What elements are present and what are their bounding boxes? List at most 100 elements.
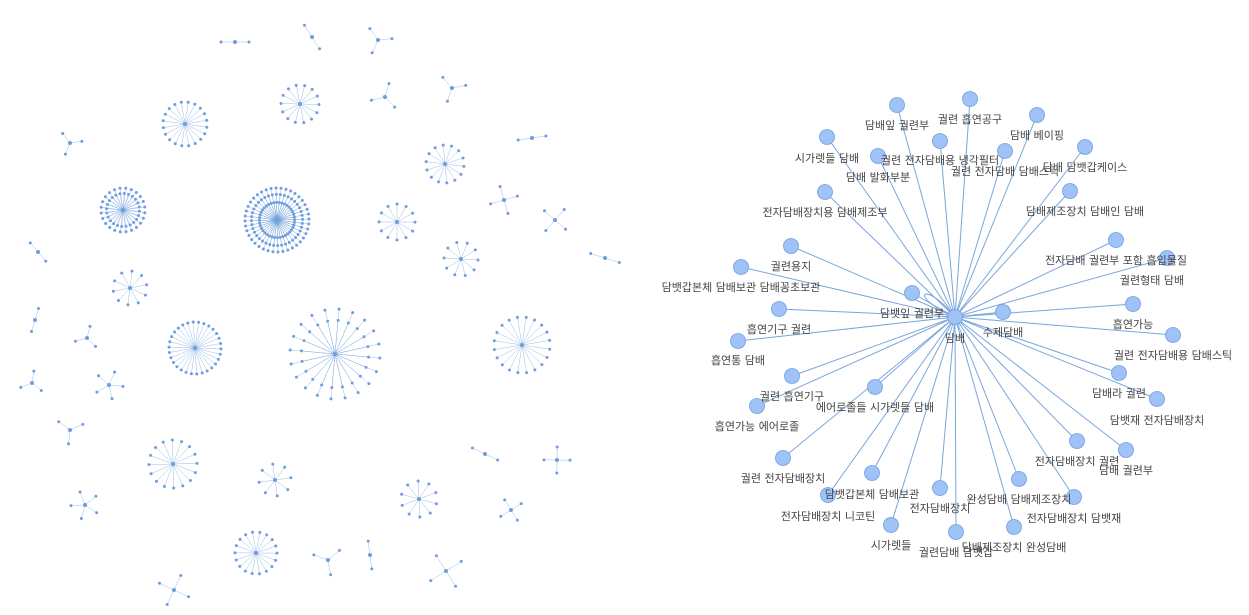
overview-edge bbox=[305, 354, 335, 388]
overview-edge bbox=[80, 492, 85, 505]
overview-leaf-node bbox=[74, 340, 77, 343]
overview-edge bbox=[335, 331, 374, 354]
overview-edge bbox=[275, 480, 288, 490]
overview-leaf-node bbox=[251, 572, 254, 575]
ego-node[interactable] bbox=[1109, 233, 1124, 248]
ego-node[interactable] bbox=[1166, 328, 1181, 343]
overview-edge bbox=[461, 243, 467, 259]
overview-edge bbox=[240, 553, 256, 566]
overview-leaf-node bbox=[310, 118, 313, 121]
overview-leaf-node bbox=[330, 397, 333, 400]
overview-edge bbox=[500, 187, 504, 200]
overview-cluster bbox=[367, 540, 374, 571]
overview-leaf-node bbox=[185, 371, 188, 374]
ego-node[interactable] bbox=[963, 92, 978, 107]
ego-node[interactable] bbox=[933, 481, 948, 496]
ego-node[interactable] bbox=[776, 451, 791, 466]
ego-node[interactable] bbox=[868, 380, 883, 395]
ego-node[interactable] bbox=[785, 369, 800, 384]
overview-cluster bbox=[168, 321, 223, 376]
overview-leaf-node bbox=[450, 145, 453, 148]
overview-cluster bbox=[244, 187, 311, 254]
overview-edge bbox=[445, 146, 452, 164]
overview-hub-node bbox=[443, 162, 447, 166]
ego-node[interactable] bbox=[1063, 184, 1078, 199]
ego-edge bbox=[955, 317, 1074, 497]
ego-center-node[interactable] bbox=[948, 310, 963, 325]
ego-graph: 담뱃잎 궐련부수제담배궐련 흡연공구담배잎 궐련부담배 베이핑궐련 전자담배용 … bbox=[640, 0, 1249, 615]
overview-leaf-node bbox=[57, 420, 60, 423]
overview-leaf-node bbox=[214, 363, 217, 366]
overview-leaf-node bbox=[40, 389, 43, 392]
ego-node[interactable] bbox=[1126, 297, 1141, 312]
overview-edge bbox=[130, 271, 132, 288]
ego-node-label: 에어로졸들 시가렛들 담배 bbox=[816, 401, 934, 414]
overview-edge bbox=[172, 337, 195, 348]
overview-leaf-node bbox=[173, 330, 176, 333]
ego-node[interactable] bbox=[1150, 392, 1165, 407]
ego-node[interactable] bbox=[884, 518, 899, 533]
ego-node[interactable] bbox=[1078, 140, 1093, 155]
overview-leaf-node bbox=[267, 249, 270, 252]
overview-edge bbox=[485, 454, 498, 460]
overview-leaf-node bbox=[130, 229, 133, 232]
ego-node[interactable] bbox=[1007, 520, 1022, 535]
overview-edge bbox=[335, 344, 379, 354]
overview-edge bbox=[130, 288, 145, 295]
ego-node[interactable] bbox=[949, 525, 964, 540]
overview-hub-node bbox=[310, 35, 314, 39]
overview-leaf-node bbox=[543, 209, 546, 212]
ego-node[interactable] bbox=[1012, 472, 1027, 487]
ego-node[interactable] bbox=[1070, 434, 1085, 449]
overview-leaf-node bbox=[247, 205, 250, 208]
overview-edge bbox=[461, 250, 475, 259]
ego-node[interactable] bbox=[734, 260, 749, 275]
ego-node[interactable] bbox=[784, 239, 799, 254]
overview-leaf-node bbox=[289, 476, 292, 479]
overview-edge bbox=[402, 499, 419, 505]
overview-edge bbox=[443, 77, 452, 88]
overview-edge bbox=[372, 40, 378, 53]
overview-leaf-node bbox=[249, 200, 252, 203]
overview-leaf-node bbox=[117, 299, 120, 302]
overview-leaf-node bbox=[417, 480, 420, 483]
ego-node[interactable] bbox=[996, 305, 1011, 320]
overview-leaf-node bbox=[199, 138, 202, 141]
ego-node[interactable] bbox=[905, 286, 920, 301]
overview-leaf-node bbox=[235, 559, 238, 562]
ego-node[interactable] bbox=[865, 466, 880, 481]
overview-leaf-node bbox=[466, 242, 469, 245]
ego-node[interactable] bbox=[998, 144, 1013, 159]
overview-edge bbox=[149, 464, 173, 465]
ego-node[interactable] bbox=[731, 334, 746, 349]
overview-hub-node bbox=[459, 257, 463, 261]
overview-edge bbox=[431, 571, 446, 581]
overview-edge bbox=[275, 467, 285, 480]
overview-leaf-node bbox=[543, 458, 546, 461]
ego-node[interactable] bbox=[772, 302, 787, 317]
overview-edge bbox=[546, 220, 555, 231]
ego-node[interactable] bbox=[820, 130, 835, 145]
ego-node[interactable] bbox=[1112, 366, 1127, 381]
overview-edge bbox=[167, 590, 174, 604]
overview-hub-node bbox=[326, 558, 330, 562]
overview-leaf-node bbox=[427, 482, 430, 485]
overview-leaf-node bbox=[175, 365, 178, 368]
overview-edge bbox=[59, 422, 70, 430]
ego-node-label: 담뱃갑본체 담배보관 bbox=[825, 488, 920, 501]
overview-leaf-node bbox=[545, 331, 548, 334]
ego-node[interactable] bbox=[1030, 108, 1045, 123]
overview-hub-node bbox=[333, 352, 337, 356]
ego-node[interactable] bbox=[890, 98, 905, 113]
ego-node[interactable] bbox=[818, 185, 833, 200]
ego-node[interactable] bbox=[1119, 443, 1134, 458]
ego-node[interactable] bbox=[933, 134, 948, 149]
overview-edge bbox=[173, 463, 197, 464]
overview-leaf-node bbox=[464, 84, 467, 87]
ego-node-label: 담배제조장치 완성담배 bbox=[962, 541, 1067, 554]
overview-leaf-node bbox=[162, 119, 165, 122]
overview-hub-node bbox=[172, 588, 176, 592]
overview-edge bbox=[109, 372, 115, 385]
overview-leaf-node bbox=[306, 227, 309, 230]
ego-node-label: 완성담배 담배제조장치 bbox=[967, 493, 1072, 506]
